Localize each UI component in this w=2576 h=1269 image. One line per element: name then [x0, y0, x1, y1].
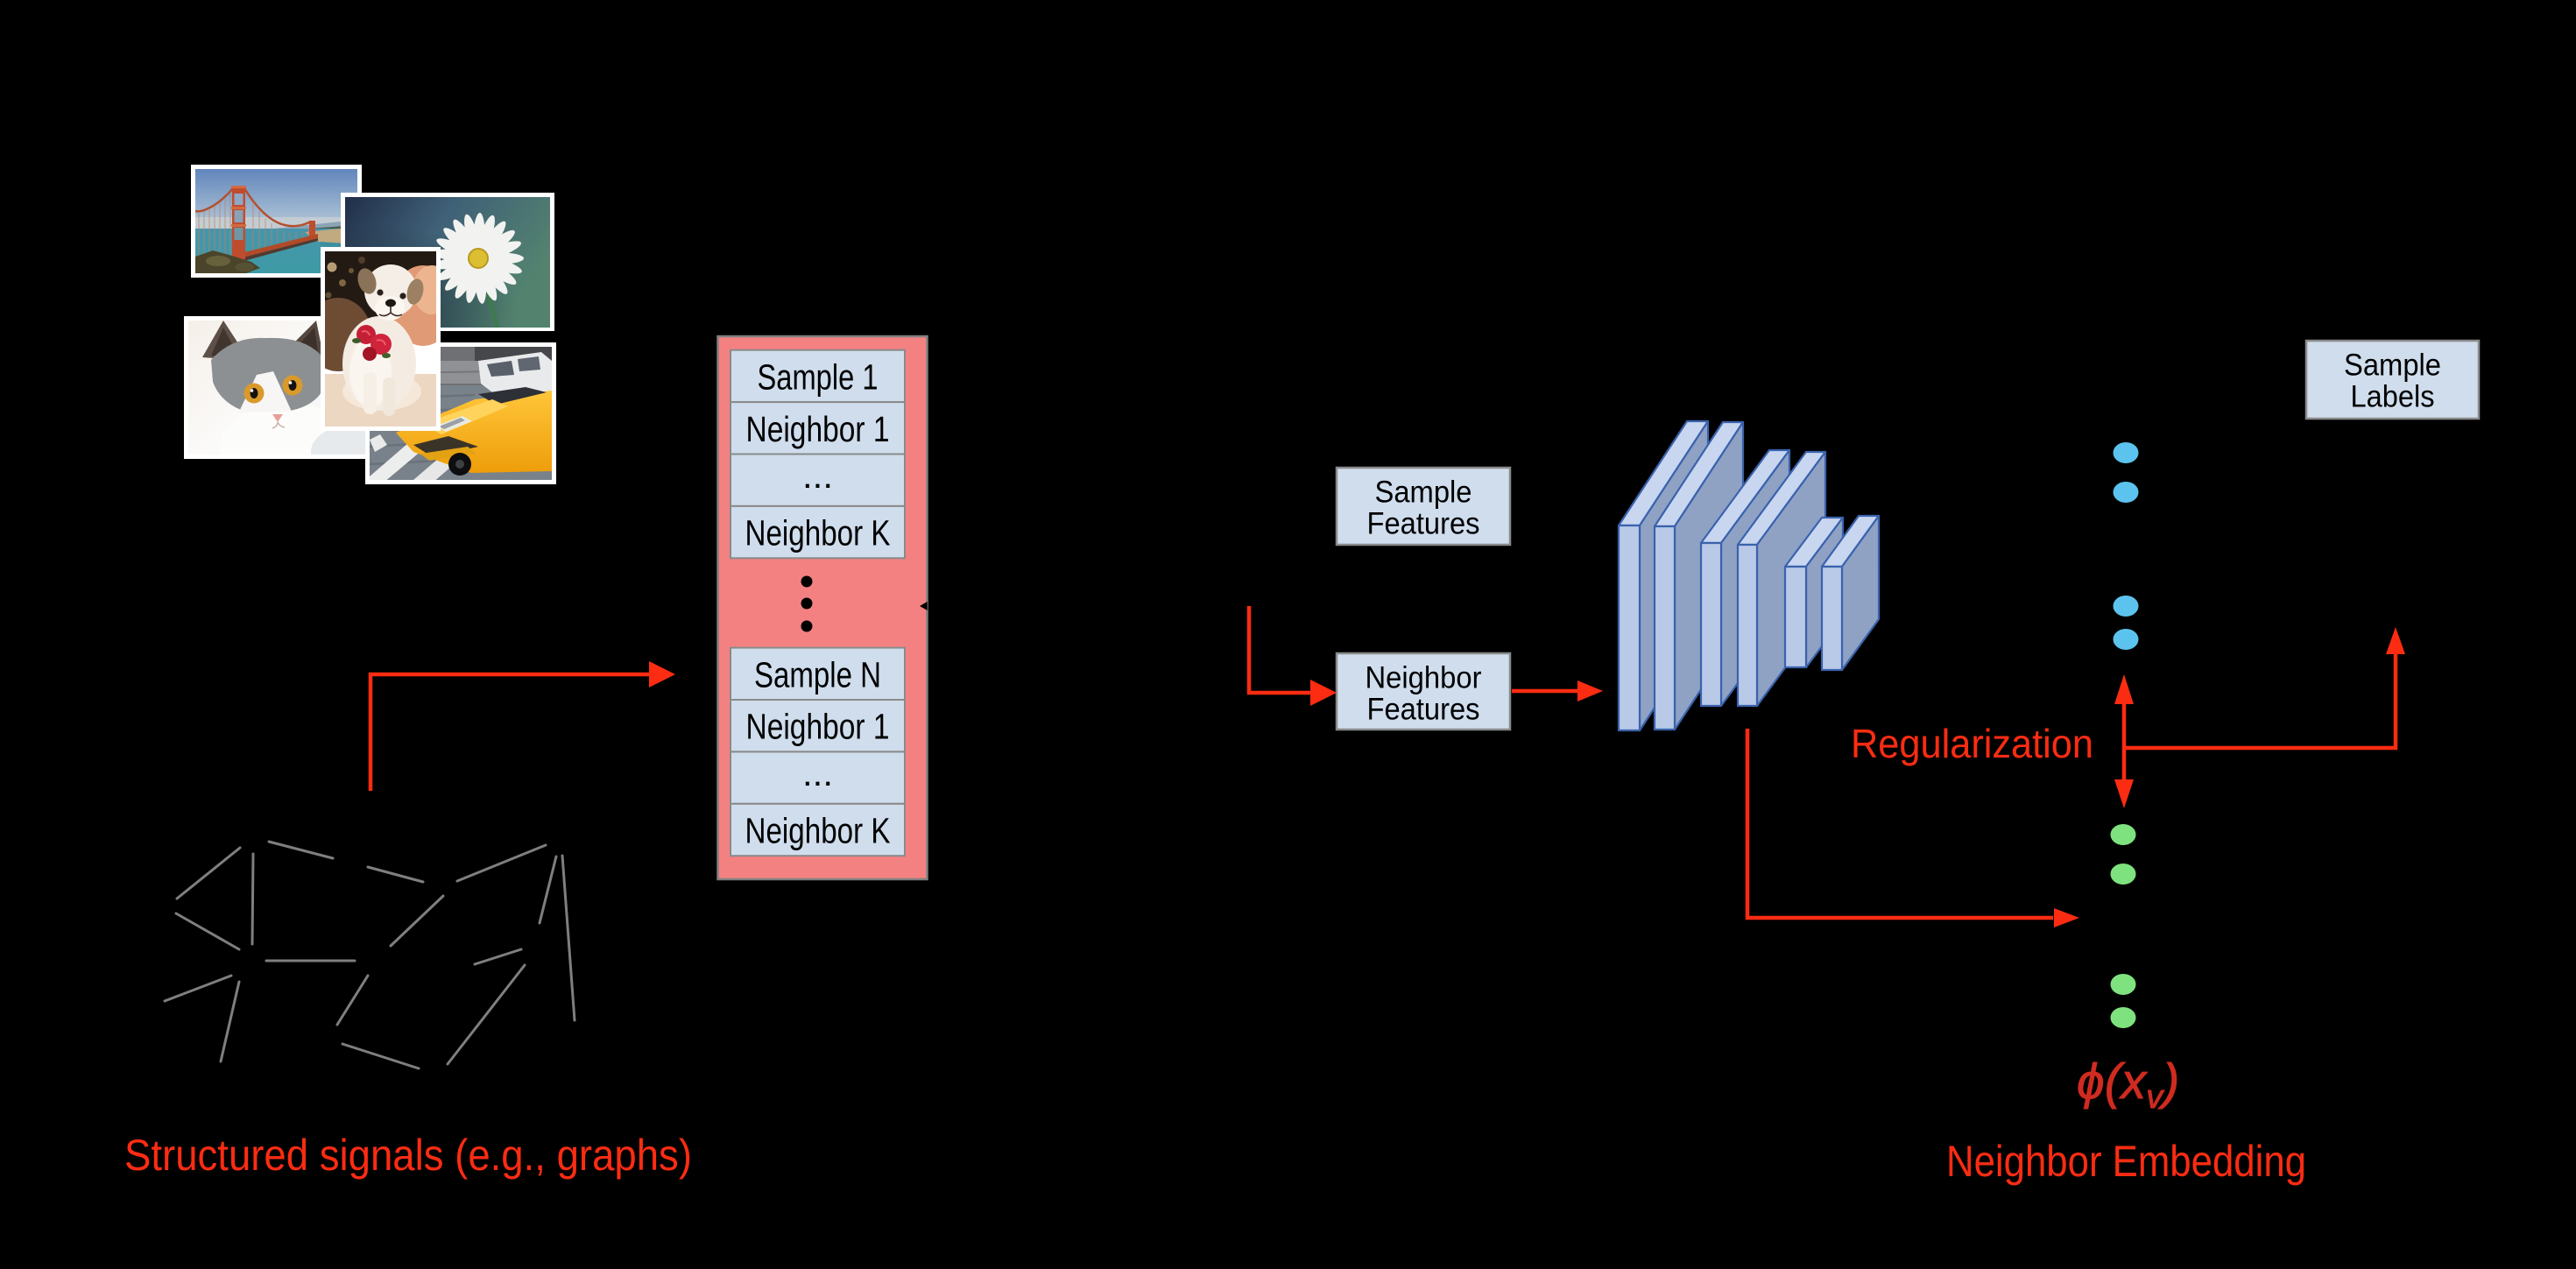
svg-text:Sample: Sample [2344, 349, 2441, 383]
svg-text:Neighbor K: Neighbor K [745, 811, 891, 851]
svg-text:Sample: Sample [1375, 475, 1472, 509]
svg-text:Neighbor 1: Neighbor 1 [746, 707, 890, 747]
svg-text:Regularization: Regularization [1851, 721, 2093, 766]
svg-text:Sample N: Sample N [754, 654, 881, 694]
svg-text:Neighbor Embedding: Neighbor Embedding [1946, 1137, 2306, 1186]
svg-text:Neighbor: Neighbor [1366, 660, 1482, 694]
svg-text:Sample 1: Sample 1 [758, 356, 879, 397]
svg-text:Labels: Labels [2351, 380, 2435, 414]
svg-text:Features: Features [1367, 692, 1480, 726]
svg-text:Neighbor 1: Neighbor 1 [746, 409, 890, 449]
svg-text:...: ... [802, 753, 833, 793]
svg-text:Neighbor K: Neighbor K [745, 513, 891, 553]
svg-text:Features: Features [1367, 506, 1480, 540]
svg-text:Structured signals (e.g., grap: Structured signals (e.g., graphs) [124, 1131, 692, 1180]
svg-text:...: ... [802, 455, 833, 496]
svg-text:ϕ(xv): ϕ(xv) [2077, 1054, 2179, 1116]
